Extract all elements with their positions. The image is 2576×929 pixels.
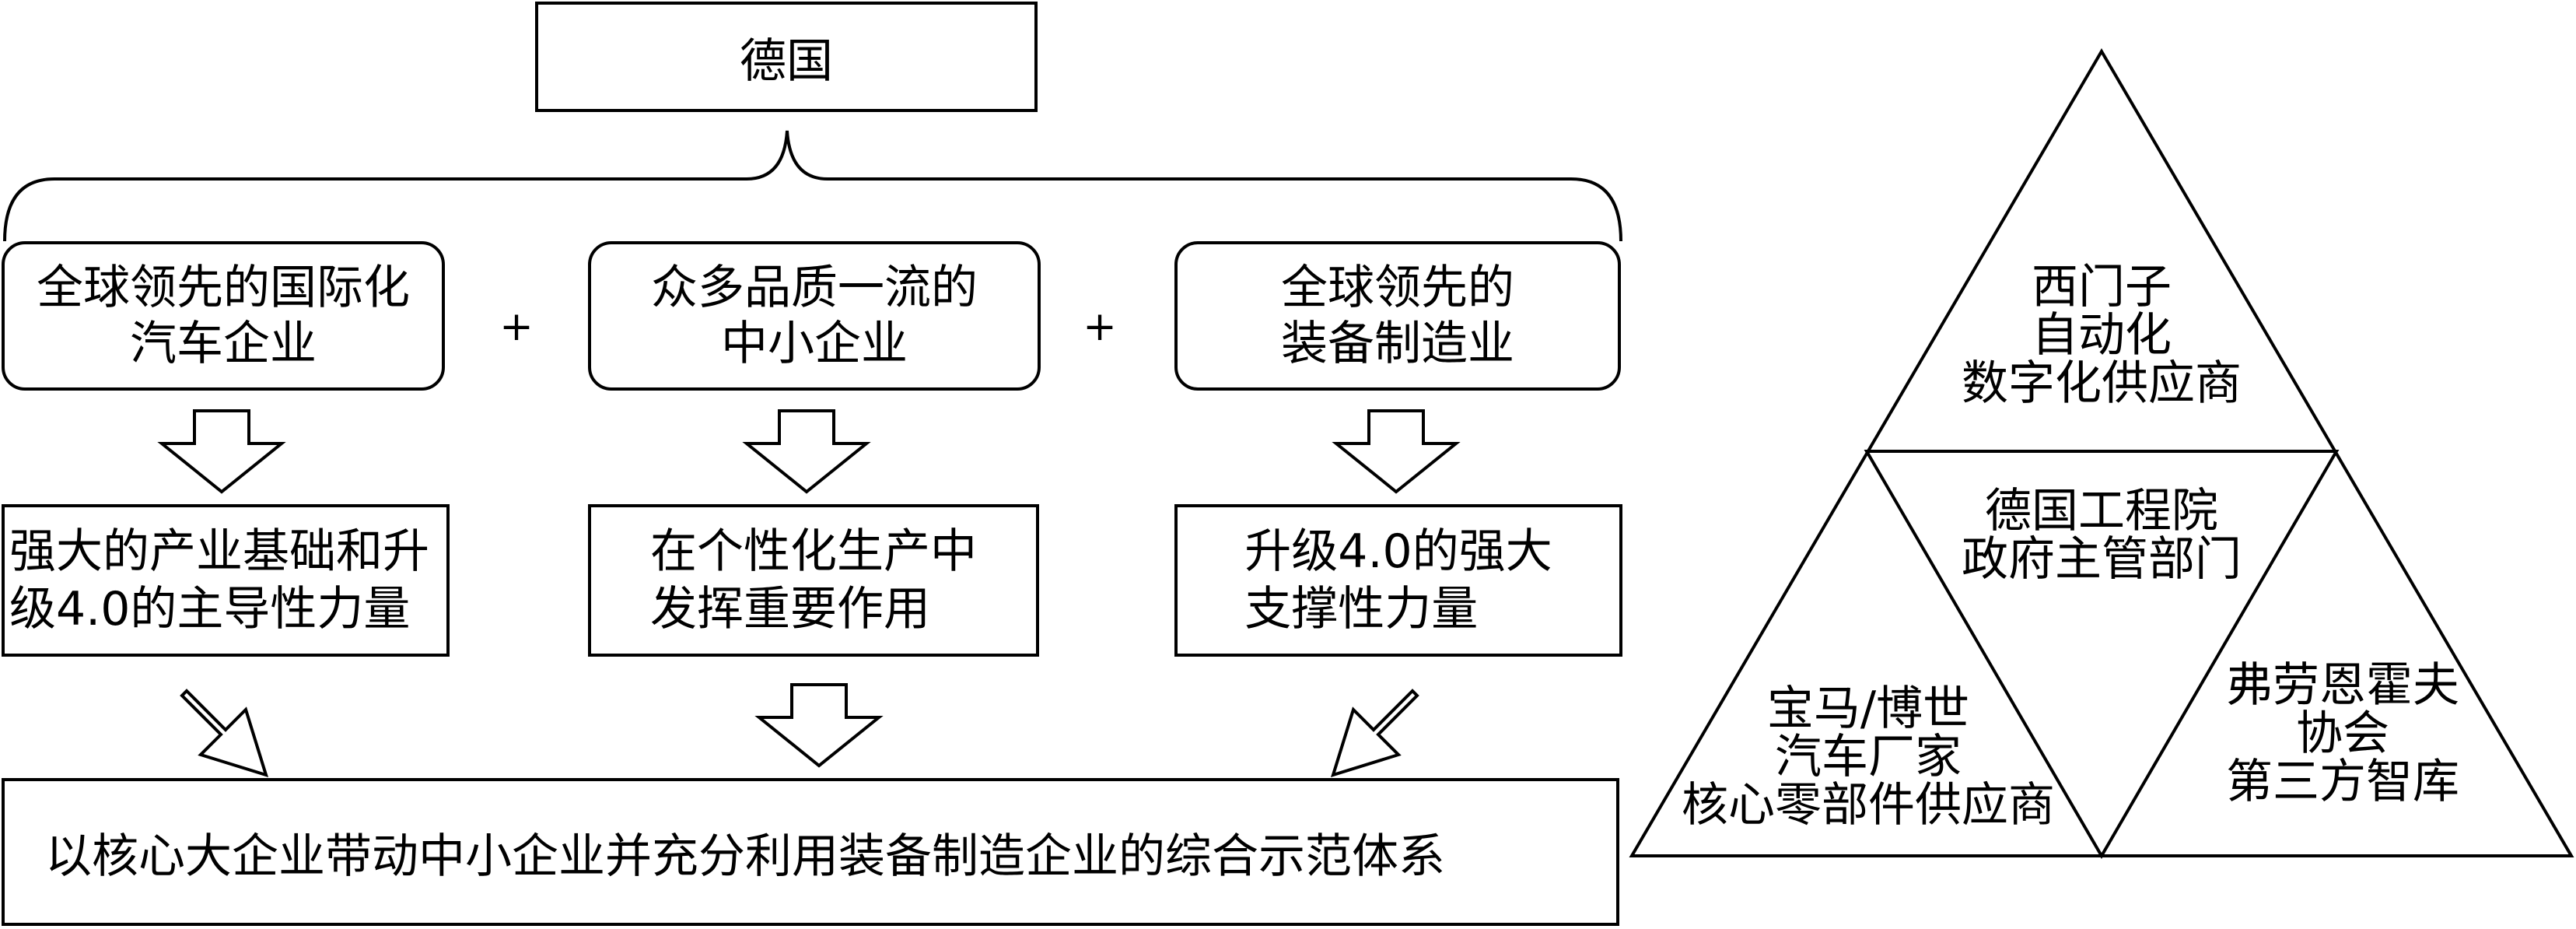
pillar-2-box: 众多品质一流的 中小企业 xyxy=(588,241,1041,391)
triangle-right-line-2: 协会 xyxy=(2296,706,2389,761)
pillar-2-line-1: 众多品质一流的 xyxy=(651,261,978,315)
country-title: 德国 xyxy=(740,33,833,89)
down-arrow-3 xyxy=(1332,409,1461,494)
pillar-1-box: 全球领先的国际化 汽车企业 xyxy=(2,241,445,391)
triangle-right-line-3: 第三方智库 xyxy=(2226,755,2459,809)
down-arrow-center xyxy=(754,683,884,768)
triangle-left-line-3: 核心零部件供应商 xyxy=(1682,778,2055,833)
triangle-left-line-1: 宝马/博世 xyxy=(1766,682,1970,736)
pillar-1-line-2: 汽车企业 xyxy=(130,317,317,371)
pillar-3-role-box: 升级4.0的强大 支撑性力量 xyxy=(1174,504,1622,657)
triangle-center-line-1: 德国工程院 xyxy=(1985,484,2218,538)
triangle-left-line-2: 汽车厂家 xyxy=(1775,730,1962,784)
triangle-center-line-2: 政府主管部门 xyxy=(1962,532,2242,587)
pillar-3-role-line-1: 升级4.0的强大 xyxy=(1244,524,1552,579)
plus-sign-2: + xyxy=(1083,303,1117,350)
pillar-3-line-1: 全球领先的 xyxy=(1281,261,1514,315)
pillar-3-box: 全球领先的 装备制造业 xyxy=(1174,241,1621,391)
triangle-top-line-3: 数字化供应商 xyxy=(1962,356,2242,411)
down-arrow-2 xyxy=(742,409,871,494)
inner-triangle xyxy=(1864,450,2340,859)
pillar-2-role-line-2: 发挥重要作用 xyxy=(650,582,930,636)
triangle-right-line-1: 弗劳恩霍夫 xyxy=(2226,658,2459,713)
country-title-box: 德国 xyxy=(535,2,1038,112)
triangle-right-label: 弗劳恩霍夫 协会 第三方智库 xyxy=(2179,661,2506,806)
pillar-2-role-line-1: 在个性化生产中 xyxy=(650,524,977,579)
pillar-3-role-line-2: 支撑性力量 xyxy=(1244,582,1479,636)
pillar-2-line-2: 中小企业 xyxy=(721,317,908,371)
triangle-top-line-2: 自动化 xyxy=(2032,308,2172,363)
pillar-2-role-box: 在个性化生产中 发挥重要作用 xyxy=(588,504,1039,657)
triangle-top-label: 西门子 自动化 数字化供应商 xyxy=(1930,263,2273,408)
triangle-left-label: 宝马/博世 汽车厂家 核心零部件供应商 xyxy=(1666,685,2070,829)
pillar-1-role-line-1: 强大的产业基础和升 xyxy=(9,524,429,579)
pillar-1-role-box: 强大的产业基础和升 级4.0的主导性力量 xyxy=(2,504,450,657)
summary-box: 以核心大企业带动中小企业并充分利用装备制造企业的综合示范体系 xyxy=(2,778,1619,926)
pillar-1-role-line-2: 级4.0的主导性力量 xyxy=(9,582,411,636)
diagonal-arrow-left xyxy=(180,689,269,778)
summary-text: 以核心大企业带动中小企业并充分利用装备制造企业的综合示范体系 xyxy=(45,829,1445,884)
triangle-top-line-1: 西门子 xyxy=(2032,260,2172,314)
grouping-brace xyxy=(3,130,1622,242)
pillar-1-line-1: 全球领先的国际化 xyxy=(37,261,410,315)
plus-sign-1: + xyxy=(499,303,534,350)
triangle-center-label: 德国工程院 政府主管部门 xyxy=(1930,487,2273,584)
diagonal-arrow-right xyxy=(1330,689,1419,778)
down-arrow-1 xyxy=(157,409,286,494)
pillar-3-line-2: 装备制造业 xyxy=(1281,317,1514,371)
